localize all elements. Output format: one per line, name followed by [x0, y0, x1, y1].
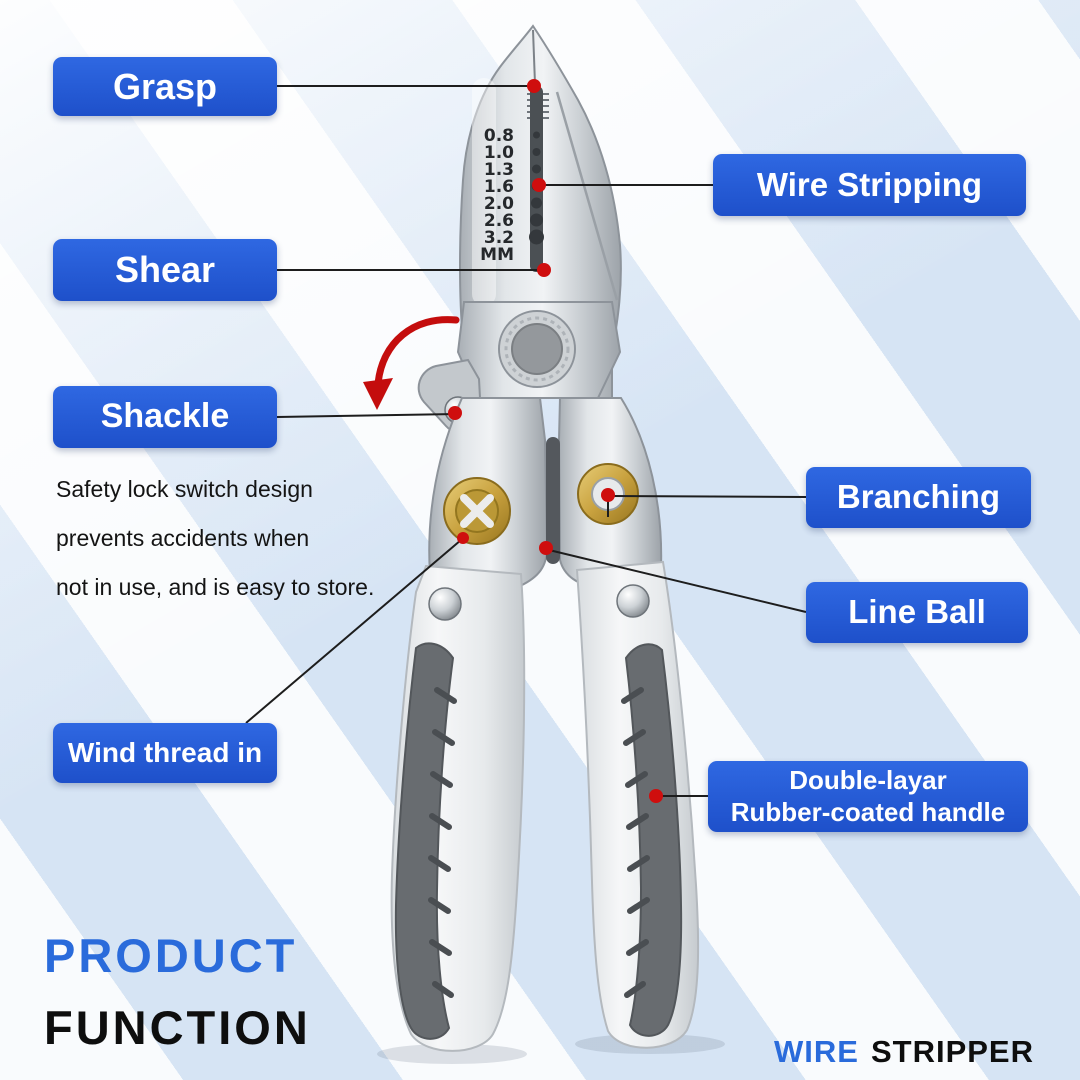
- measurement-value: 2.0: [484, 194, 514, 214]
- left-rubber-grip: [394, 642, 457, 1040]
- callout-anchor-dots: [448, 79, 663, 803]
- anchor-dot: [539, 541, 553, 555]
- rotation-arrow-icon: [363, 316, 460, 410]
- callout-rubber-handle-line2: Rubber-coated handle: [730, 796, 1006, 827]
- callout-branching-label: Branching: [836, 478, 1001, 516]
- anchor-dot: [448, 406, 462, 420]
- connector-wind-thread: [245, 539, 462, 724]
- function-heading: FUNCTION: [44, 1001, 311, 1054]
- safety-note-line: Safety lock switch design: [56, 476, 313, 502]
- measurement-value: 1.6: [484, 177, 514, 197]
- connector-line-ball: [548, 549, 807, 613]
- callout-shackle: Shackle: [53, 386, 277, 448]
- safety-note-line: not in use, and is easy to store.: [56, 574, 375, 600]
- anchor-dot: [457, 532, 469, 544]
- callout-line-ball-label: Line Ball: [848, 593, 986, 631]
- safety-note-line: prevents accidents when: [56, 525, 310, 551]
- measurement-value: MM: [480, 245, 514, 265]
- measurement-scale: 0.8 1.0 1.3 1.6 2.0 2.6 3.2 MM: [480, 126, 514, 265]
- left-handle-ball: [428, 587, 462, 621]
- callout-wind-thread: Wind thread in: [53, 723, 277, 783]
- product-heading: PRODUCT: [44, 929, 298, 982]
- callout-wire-stripping: Wire Stripping: [713, 154, 1026, 216]
- shadow-left: [377, 1044, 527, 1064]
- anchor-dot: [601, 488, 615, 502]
- callout-shear: Shear: [53, 239, 277, 301]
- callout-grasp: Grasp: [53, 57, 277, 116]
- callout-shackle-label: Shackle: [100, 397, 230, 436]
- callout-wind-thread-label: Wind thread in: [67, 736, 263, 768]
- brand-word-wire: WIRE: [774, 1034, 859, 1069]
- measurement-value: 1.0: [484, 143, 514, 163]
- callout-rubber-handle-line1: Double-layar: [789, 764, 947, 795]
- anchor-dot: [537, 263, 551, 277]
- callout-line-ball: Line Ball: [806, 582, 1028, 643]
- callout-shear-label: Shear: [114, 249, 216, 291]
- callout-branching: Branching: [806, 467, 1031, 528]
- callout-grasp-label: Grasp: [112, 65, 218, 107]
- right-handle-ball: [616, 584, 650, 618]
- callout-wire-stripping-label: Wire Stripping: [756, 165, 983, 203]
- measurement-value: 3.2: [484, 228, 514, 248]
- callout-connectors: [245, 85, 807, 797]
- wind-thread-screw: [443, 477, 511, 545]
- pivot-assembly: [456, 301, 622, 399]
- callout-rubber-handle: Double-layar Rubber-coated handle: [708, 761, 1028, 832]
- safety-note: Safety lock switch design prevents accid…: [56, 476, 426, 623]
- measurement-value: 0.8: [484, 126, 514, 146]
- anchor-dot: [649, 789, 663, 803]
- connector-shackle: [276, 413, 458, 418]
- brand-title: WIRE STRIPPER: [774, 1034, 1034, 1070]
- center-slot: [546, 437, 560, 564]
- anchor-dot: [532, 178, 546, 192]
- right-rubber-grip: [621, 643, 683, 1037]
- anchor-dot: [527, 79, 541, 93]
- measurement-value: 1.3: [484, 160, 514, 180]
- measurement-value: 2.6: [484, 211, 514, 231]
- brand-word-stripper: STRIPPER: [870, 1034, 1034, 1069]
